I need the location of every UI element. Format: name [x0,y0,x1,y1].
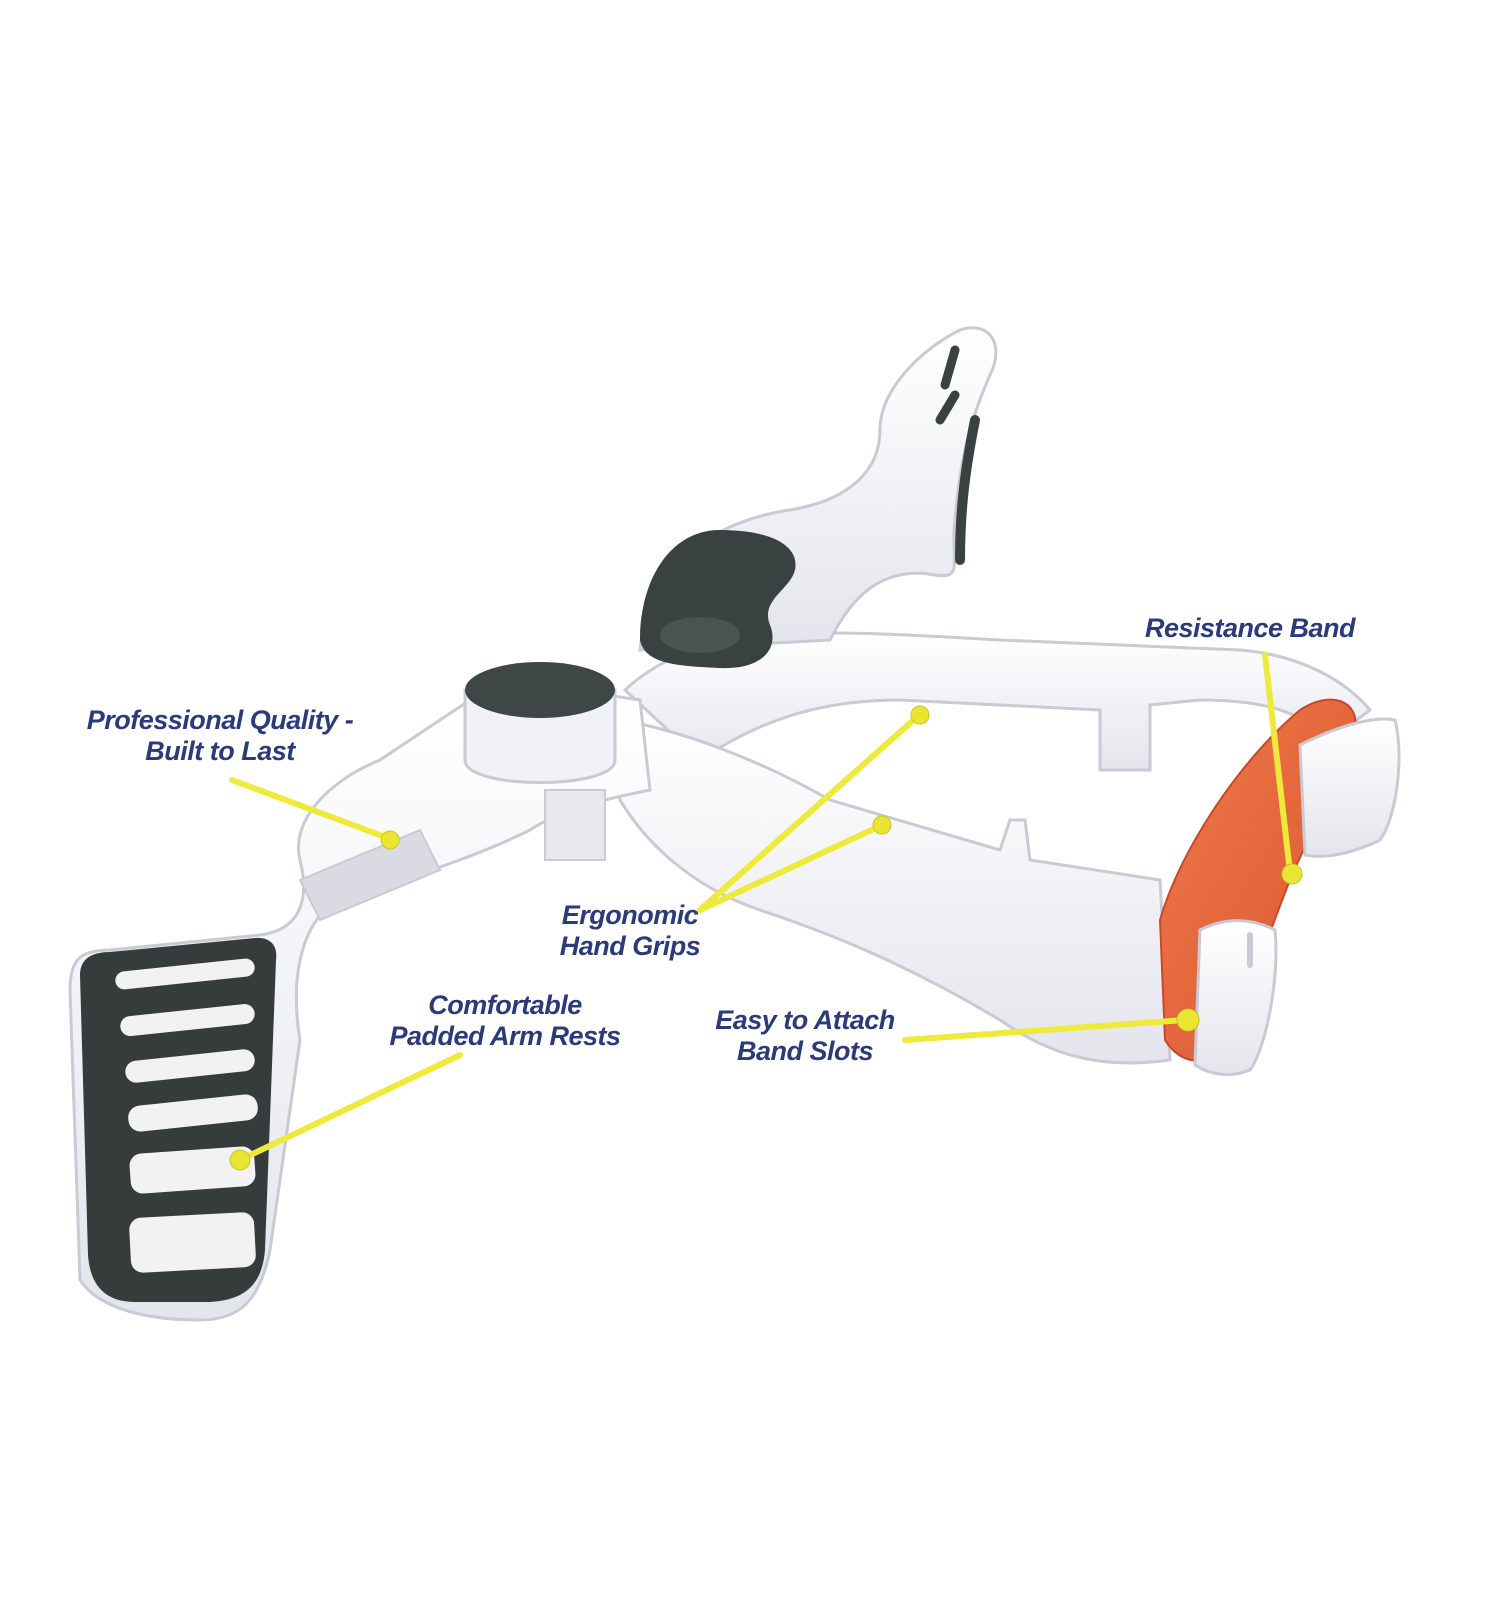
callout-professional-quality: Professional Quality - Built to Last [70,705,370,767]
band-slot-bottom [1193,919,1278,1077]
leader-dot [910,705,930,725]
leader-resistance [1262,652,1293,875]
band-slot-top [1298,717,1401,858]
leader-easy-attach [902,1017,1188,1043]
callout-line: Comfortable [428,990,582,1020]
top-grip-logo [660,617,740,653]
callout-band-slots: Easy to Attach Band Slots [705,1005,905,1067]
callout-ergonomic-hand-grips: Ergonomic Hand Grips [545,900,715,962]
leader-dot [1176,1008,1200,1032]
pivot-cap [465,662,615,718]
left-body-ridge [298,828,442,922]
leader-dot [380,830,400,850]
arm-rest-slat [120,1004,255,1037]
arm-rest-slat [128,1094,258,1132]
leader-comfortable [237,1052,463,1163]
callout-line: Resistance Band [1144,613,1356,643]
leader-ergonomic-1 [697,713,921,913]
leader-professional [229,777,391,841]
callout-padded-arm-rests: Comfortable Padded Arm Rests [380,990,630,1052]
callout-resistance-band: Resistance Band [1140,613,1360,644]
leader-dot [872,815,892,835]
arm-rest-slat [115,958,255,990]
leader-ergonomic-2 [697,823,883,913]
callout-line: Ergonomic [561,900,699,930]
callout-line: Built to Last [145,736,295,766]
callout-line: Hand Grips [559,931,701,961]
leader-dots [229,705,1303,1171]
arm-rest-slat [129,1146,256,1194]
callout-line: Professional Quality - [86,705,354,735]
leader-dot [229,1149,251,1171]
callout-line: Padded Arm Rests [389,1021,621,1051]
center-block [544,789,606,861]
leader-lines [229,652,1293,1163]
top-paddle-edge [955,415,980,565]
arm-rest-slat [129,1212,256,1273]
leader-dot [1281,863,1303,885]
top-paddle-slot [935,345,960,425]
callout-line: Band Slots [736,1036,874,1066]
arm-rest-slat [125,1049,255,1083]
callout-line: Easy to Attach [715,1005,895,1035]
